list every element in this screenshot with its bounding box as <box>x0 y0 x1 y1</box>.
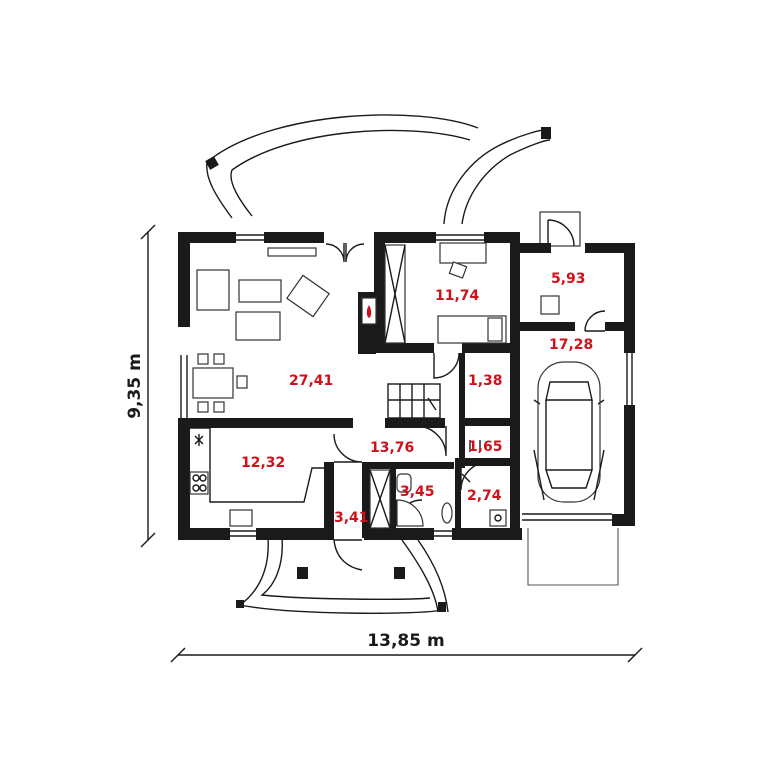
wc-fixtures <box>469 440 481 452</box>
boiler-unit <box>540 295 560 315</box>
label-garage: 17,28 <box>549 337 593 353</box>
label-living: 27,41 <box>289 373 333 389</box>
doors <box>325 219 606 571</box>
label-bathroom: 3,45 <box>400 484 435 500</box>
top-pergola-arch <box>205 114 551 225</box>
car <box>533 361 605 503</box>
bathroom-fixtures <box>396 473 507 527</box>
bedroom-furniture <box>384 242 507 344</box>
label-kitchen: 12,32 <box>241 455 285 471</box>
label-closet: 1,38 <box>468 373 503 389</box>
width-dimension: 13,85 m <box>170 631 643 663</box>
label-room: 11,74 <box>435 288 480 304</box>
bottom-pergola-arch <box>236 537 449 614</box>
label-technical: 5,93 <box>551 271 586 287</box>
windows <box>180 234 633 537</box>
staircase <box>387 383 441 419</box>
width-label: 13,85 m <box>367 631 444 651</box>
area-labels: 27,41 11,74 5,93 17,28 12,32 13,76 1,38 … <box>241 271 593 526</box>
interior-walls <box>178 232 630 538</box>
garage-door <box>522 513 612 521</box>
wardrobe <box>369 469 391 529</box>
outer-walls <box>178 232 635 540</box>
label-boiler: 2,74 <box>467 488 502 504</box>
label-wc: 1,65 <box>468 439 503 455</box>
label-vestibule: 3,41 <box>334 510 369 526</box>
height-label: 9,35 m <box>125 353 145 419</box>
label-hall: 13,76 <box>370 440 414 456</box>
living-furniture <box>192 247 330 413</box>
fireplace <box>361 297 377 325</box>
kitchen-counter <box>189 427 324 527</box>
height-dimension: 9,35 m <box>125 224 156 548</box>
